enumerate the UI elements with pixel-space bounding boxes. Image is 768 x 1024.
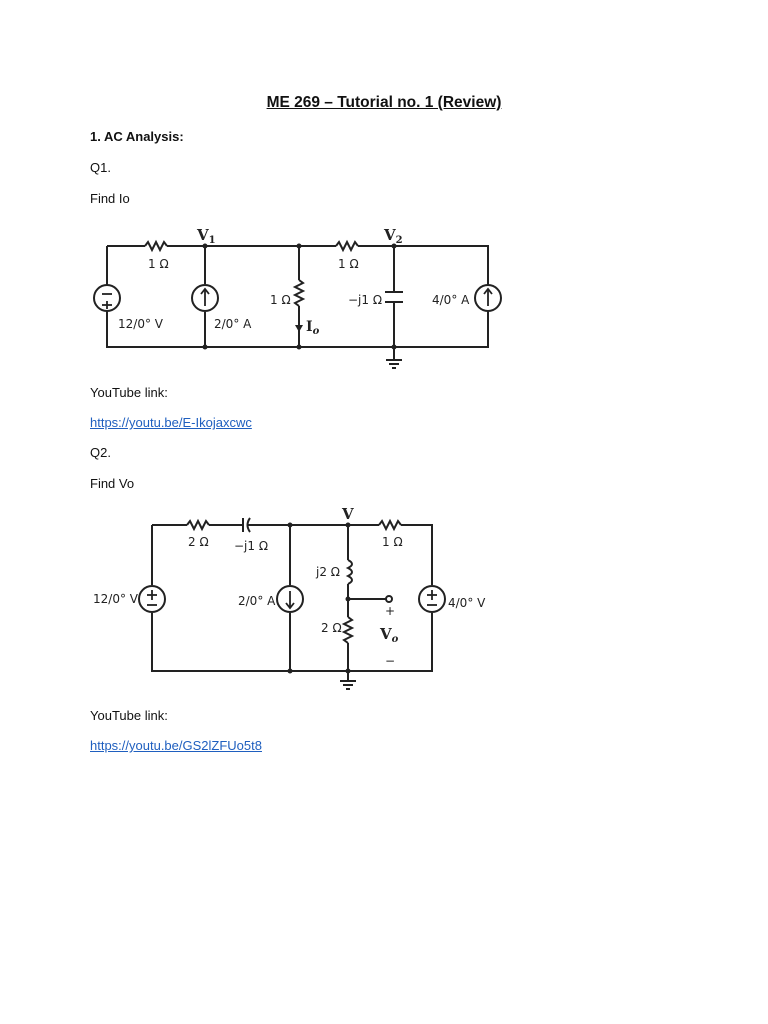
inductor-label: j2 Ω — [315, 565, 340, 579]
vout-plus: + — [385, 604, 395, 618]
vsource-right-label: 4/0° V — [448, 596, 486, 610]
q2-circuit-diagram: 2 Ω −j1 Ω 1 Ω j2 Ω 2 Ω 12/0° V 2/0° A 4/… — [93, 505, 486, 690]
current-io-subscript: o — [313, 326, 320, 337]
q1-youtube-link[interactable]: https://youtu.be/E-Ikojaxcwc — [90, 415, 252, 430]
isource2-label: 4/0° A — [432, 293, 470, 307]
cap-label: −j1 Ω — [348, 293, 382, 307]
cap-label: −j1 Ω — [234, 539, 268, 553]
node-v1-subscript: 1 — [209, 235, 216, 246]
node-v-label: V — [341, 505, 354, 523]
node-v1-label: V — [196, 226, 209, 244]
current-io-label: I — [306, 319, 313, 335]
r-series1-label: 1 Ω — [148, 257, 169, 271]
svg-text:Vo: Vo — [379, 625, 399, 645]
svg-text:V1: V1 — [196, 226, 216, 246]
vout-subscript: o — [392, 634, 399, 645]
vsource-left-label: 12/0° V — [93, 592, 139, 606]
node-v2-subscript: 2 — [396, 235, 403, 246]
isource-label: 2/0° A — [238, 594, 276, 608]
q1-youtube-label: YouTube link: — [90, 385, 168, 400]
vout-label: V — [379, 625, 392, 643]
node-v2-label: V — [383, 226, 396, 244]
r-bottom-label: 2 Ω — [321, 621, 342, 635]
svg-text:Io: Io — [306, 319, 320, 337]
q2-youtube-label: YouTube link: — [90, 708, 168, 723]
svg-text:V2: V2 — [383, 226, 403, 246]
q1-prompt: Find Io — [90, 191, 130, 206]
page-title: ME 269 – Tutorial no. 1 (Review) — [266, 94, 502, 111]
q1-number: Q1. — [90, 160, 111, 175]
q2-number: Q2. — [90, 445, 111, 460]
r-shunt-label: 1 Ω — [270, 293, 291, 307]
r-series2-label: 1 Ω — [338, 257, 359, 271]
section-heading: 1. AC Analysis: — [90, 129, 184, 144]
q1-circuit-diagram: 1 Ω 1 Ω 1 Ω −j1 Ω 12/0° V 2/0° A 4/0° A … — [93, 226, 502, 369]
r-right-label: 1 Ω — [382, 535, 403, 549]
r1-label: 2 Ω — [188, 535, 209, 549]
q2-youtube-link[interactable]: https://youtu.be/GS2lZFUo5t8 — [90, 738, 262, 753]
q2-prompt: Find Vo — [90, 476, 135, 491]
isource1-label: 2/0° A — [214, 317, 252, 331]
vout-minus: − — [385, 654, 395, 668]
vsource-label: 12/0° V — [118, 317, 164, 331]
